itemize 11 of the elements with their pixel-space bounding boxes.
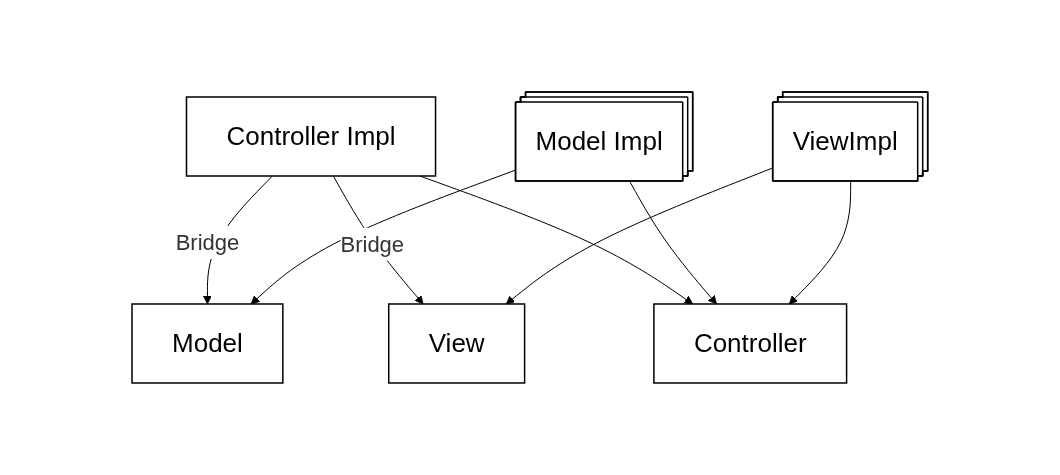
node-box: Controller [653,303,848,384]
node-box: Controller Impl [185,96,437,177]
arrow [250,169,517,305]
arrow [629,181,718,305]
node-box: View [388,303,526,384]
node-box: Model [131,303,284,384]
edge-label: Bridge [340,231,405,257]
arrow [789,181,852,305]
edge-label: Bridge [175,229,240,255]
arrow [332,175,424,305]
arrow [505,167,774,305]
